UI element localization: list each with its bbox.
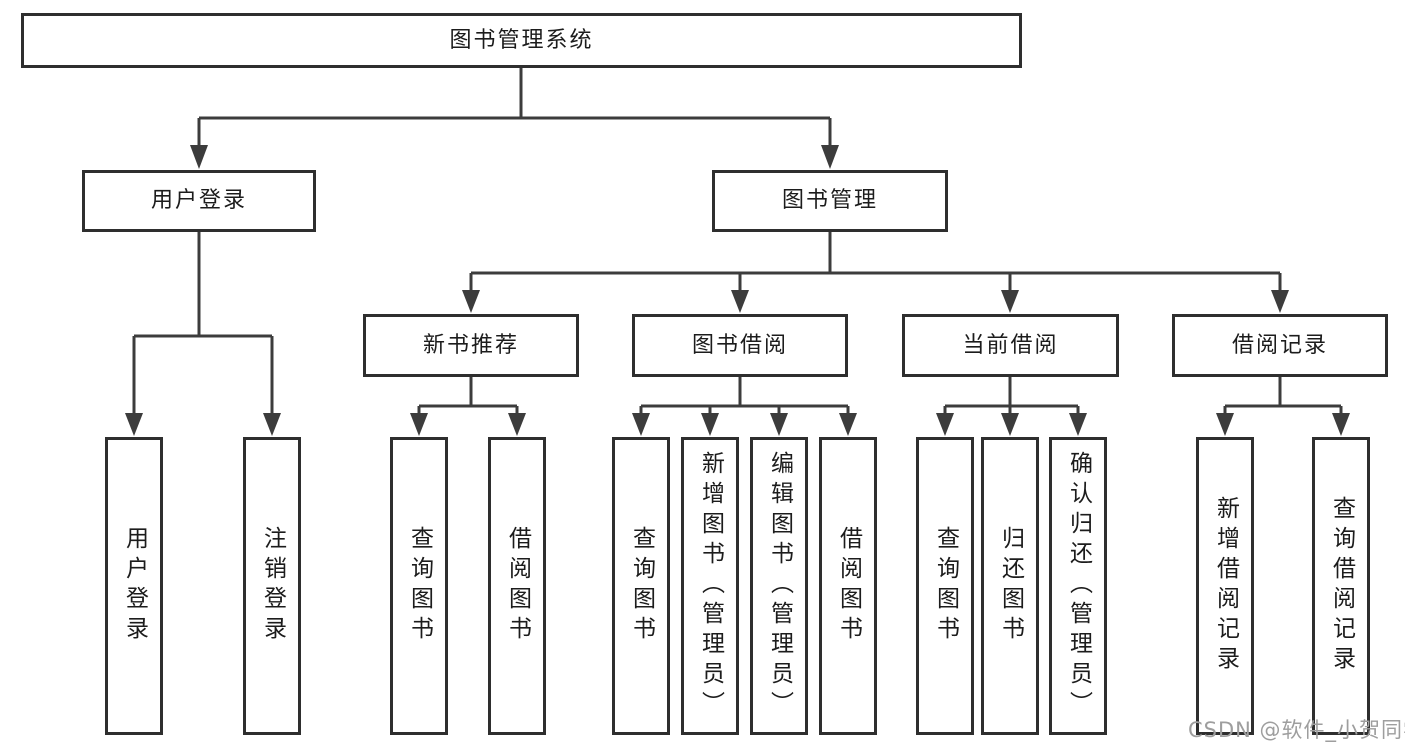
node-leaf-logout: 注销登录 — [243, 437, 301, 735]
node-leaf-query-books-1: 查询图书 — [390, 437, 448, 735]
node-leaf-query-borrow-record-label: 查询借阅记录 — [1328, 496, 1355, 676]
node-leaf-add-borrow-record-label: 新增借阅记录 — [1212, 496, 1239, 676]
node-leaf-add-book-admin-label: 新增图书（管理员） — [697, 451, 724, 721]
node-book-borrowing: 图书借阅 — [632, 314, 848, 377]
node-leaf-query-books-3-label: 查询图书 — [932, 526, 959, 646]
node-book-management-label: 图书管理 — [781, 188, 878, 213]
node-leaf-add-borrow-record: 新增借阅记录 — [1196, 437, 1254, 735]
node-leaf-query-books-2-label: 查询图书 — [628, 526, 655, 646]
node-leaf-borrow-books-1-label: 借阅图书 — [504, 526, 531, 646]
node-leaf-return-books: 归还图书 — [981, 437, 1039, 735]
node-leaf-borrow-books-2: 借阅图书 — [819, 437, 877, 735]
node-leaf-query-books-3: 查询图书 — [916, 437, 974, 735]
node-current-borrowing-label: 当前借阅 — [962, 332, 1059, 358]
node-leaf-borrow-books-1: 借阅图书 — [488, 437, 546, 735]
node-leaf-borrow-books-2-label: 借阅图书 — [835, 526, 862, 646]
node-leaf-edit-book-admin-label: 编辑图书（管理员） — [766, 451, 793, 721]
node-user-login: 用户登录 — [82, 170, 316, 232]
node-leaf-query-books-2: 查询图书 — [612, 437, 670, 735]
node-leaf-add-book-admin: 新增图书（管理员） — [681, 437, 739, 735]
node-leaf-logout-label: 注销登录 — [259, 526, 286, 646]
node-current-borrowing: 当前借阅 — [902, 314, 1119, 377]
node-user-login-label: 用户登录 — [150, 188, 247, 213]
node-leaf-confirm-return-admin-label: 确认归还（管理员） — [1065, 451, 1092, 721]
node-leaf-query-books-1-label: 查询图书 — [406, 526, 433, 646]
node-leaf-user-login: 用户登录 — [105, 437, 163, 735]
node-root-label: 图书管理系统 — [449, 27, 594, 53]
node-leaf-confirm-return-admin: 确认归还（管理员） — [1049, 437, 1107, 735]
node-borrowing-records: 借阅记录 — [1172, 314, 1388, 377]
node-new-book-recommend-label: 新书推荐 — [422, 332, 519, 358]
node-leaf-edit-book-admin: 编辑图书（管理员） — [750, 437, 808, 735]
node-root: 图书管理系统 — [21, 13, 1022, 68]
watermark: CSDN @软件_小贺同学 — [1188, 718, 1405, 742]
node-book-management: 图书管理 — [712, 170, 948, 232]
node-book-borrowing-label: 图书借阅 — [691, 332, 788, 358]
node-borrowing-records-label: 借阅记录 — [1231, 332, 1328, 358]
node-leaf-return-books-label: 归还图书 — [997, 526, 1024, 646]
node-new-book-recommend: 新书推荐 — [363, 314, 579, 377]
node-leaf-query-borrow-record: 查询借阅记录 — [1312, 437, 1370, 735]
node-leaf-user-login-label: 用户登录 — [121, 526, 148, 646]
